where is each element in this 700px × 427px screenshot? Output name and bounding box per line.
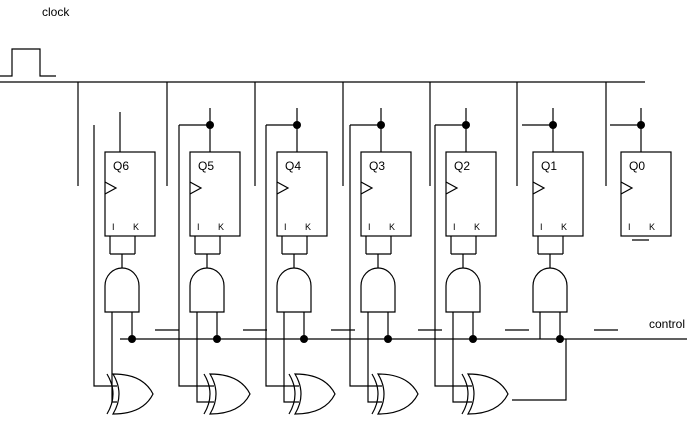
junction-dot [213, 335, 221, 343]
input-label-k: K [474, 222, 480, 232]
xor-input-a [349, 125, 382, 387]
clock-input-icon [360, 181, 374, 195]
flip-flop-label: Q4 [285, 159, 301, 173]
xor-input-b [452, 339, 472, 403]
and-gate [532, 267, 568, 313]
xor-gate-back [288, 373, 296, 415]
xor-input-b [367, 339, 382, 403]
junction-dot [128, 335, 136, 343]
clock-input-icon [445, 181, 459, 195]
flip-flop-q3 [360, 151, 412, 237]
flip-flop-label: Q5 [198, 159, 214, 173]
junction-dot [384, 335, 392, 343]
clock-input-icon [276, 181, 290, 195]
clock-input-icon [532, 181, 546, 195]
flip-flop-q6 [104, 151, 156, 237]
flip-flop-label: Q1 [541, 159, 557, 173]
xor-gate-back [106, 373, 114, 415]
flip-flop-label: Q0 [629, 159, 645, 173]
clock-input-icon [104, 181, 118, 195]
xor-input-b [111, 339, 117, 403]
xor-input-a [434, 125, 472, 387]
input-label-k: K [133, 222, 139, 232]
flip-flop-label: Q3 [369, 159, 385, 173]
flip-flop-q2 [445, 151, 497, 237]
flip-flop-q4 [276, 151, 328, 237]
xor-gate-back [371, 373, 379, 415]
xor-input-b [283, 339, 299, 403]
xor-gate [111, 373, 154, 415]
junction-dot [556, 335, 564, 343]
input-label-i: I [453, 222, 456, 232]
input-label-k: K [389, 222, 395, 232]
and-gate [445, 267, 481, 313]
and-gate [189, 267, 225, 313]
flip-flop-label: Q2 [454, 159, 470, 173]
clock-input-icon [189, 181, 203, 195]
xor-input-a [93, 125, 117, 387]
input-label-i: I [628, 222, 631, 232]
xor-chain-wire [512, 339, 567, 401]
xor-input-a [178, 125, 214, 387]
clock-label: clock [42, 5, 70, 19]
and-gate [276, 267, 312, 313]
junction-dot [469, 335, 477, 343]
xor-gate-back [203, 373, 211, 415]
input-label-i: I [284, 222, 287, 232]
junction-dot [300, 335, 308, 343]
input-label-i: I [112, 222, 115, 232]
clock-input-icon [620, 181, 634, 195]
xor-gate [376, 373, 419, 415]
xor-gate [293, 373, 336, 415]
and-gate [360, 267, 396, 313]
xor-input-b [196, 339, 214, 403]
clock-pulse-icon [0, 48, 56, 77]
input-label-k: K [561, 222, 567, 232]
flip-flop-label: Q6 [113, 159, 129, 173]
xor-gate-back [461, 373, 469, 415]
xor-gate [208, 373, 251, 415]
input-label-k: K [649, 222, 655, 232]
input-label-k: K [305, 222, 311, 232]
input-label-i: I [368, 222, 371, 232]
flip-flop-q5 [189, 151, 241, 237]
input-label-i: I [197, 222, 200, 232]
input-label-k: K [218, 222, 224, 232]
xor-gate [466, 373, 509, 415]
input-label-i: I [540, 222, 543, 232]
xor-input-a [265, 125, 299, 387]
control-label: control [649, 317, 685, 331]
and-gate [104, 267, 140, 313]
